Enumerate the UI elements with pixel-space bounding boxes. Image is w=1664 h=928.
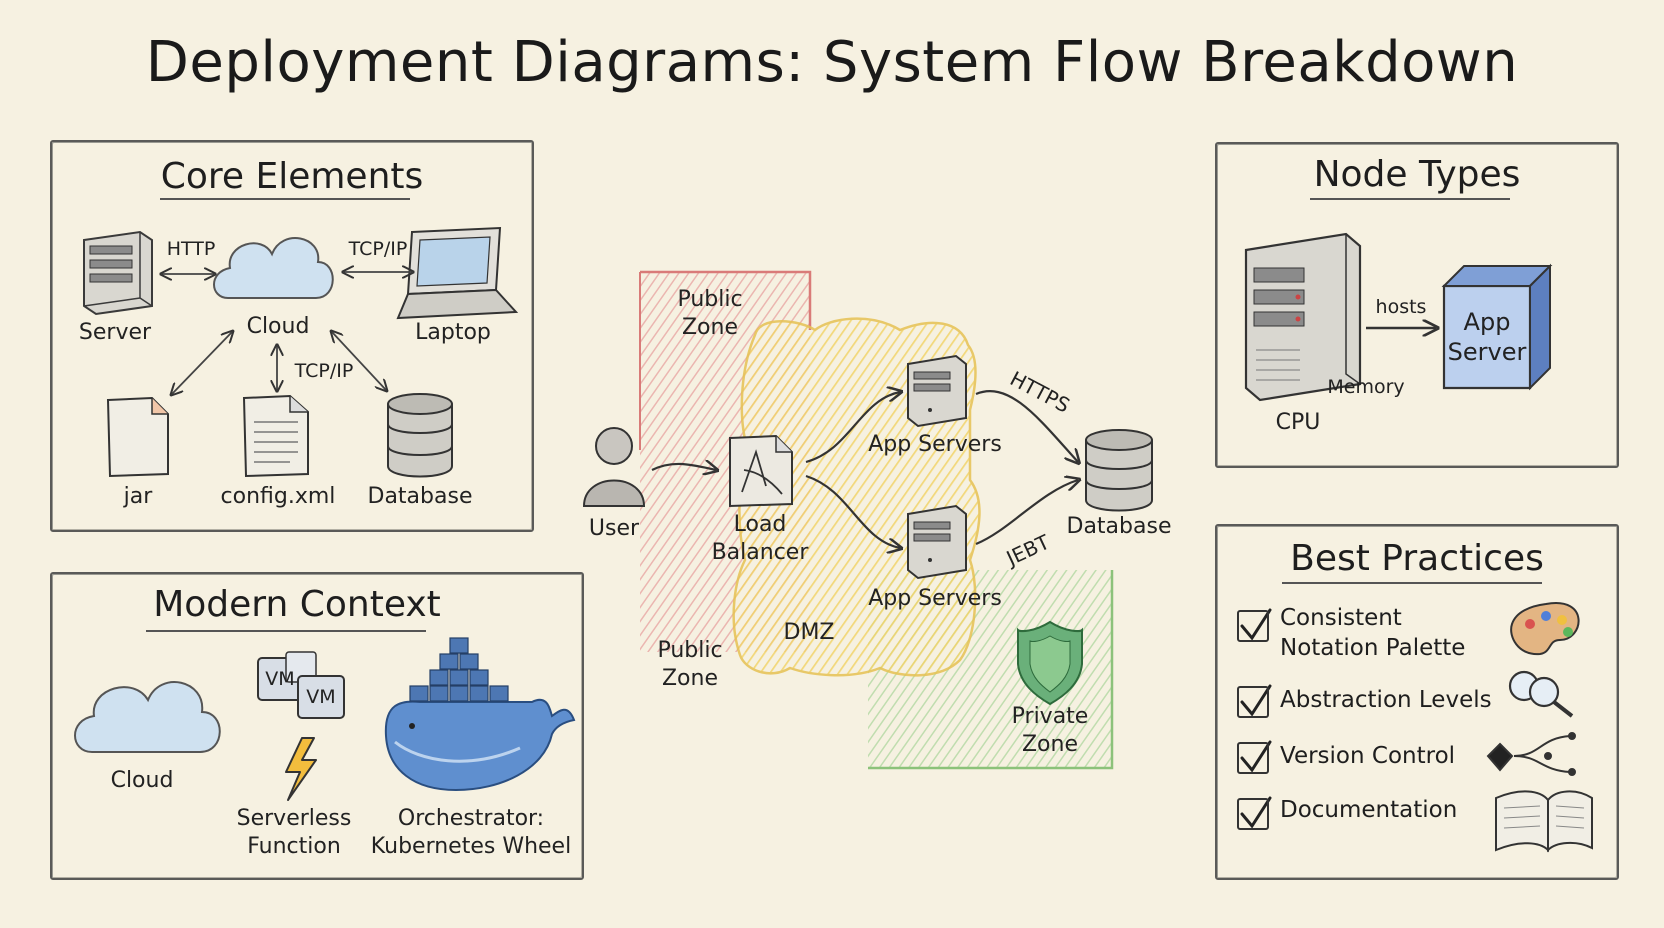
public-zone-bottom-label-line2: Zone bbox=[661, 666, 718, 691]
database-label: Database bbox=[367, 484, 473, 509]
app-server-top-icon bbox=[907, 354, 967, 428]
practice-abstraction: Abstraction Levels bbox=[1280, 687, 1492, 713]
private-zone-label-line2: Zone bbox=[1021, 732, 1078, 757]
modern-context-title: Modern Context bbox=[153, 584, 441, 625]
modern-context-panel: Modern Context bbox=[50, 572, 584, 880]
cloud-icon bbox=[213, 237, 334, 299]
modern-cloud-icon bbox=[74, 681, 221, 753]
checkbox-documentation bbox=[1237, 798, 1269, 830]
practice-version-control: Version Control bbox=[1280, 743, 1456, 769]
lightning-icon bbox=[285, 737, 317, 801]
checkbox-abstraction bbox=[1237, 686, 1269, 718]
tcpip-mid-edge-label: TCP/IP bbox=[294, 360, 354, 382]
hosts-label: hosts bbox=[1375, 296, 1427, 318]
node-types-underline bbox=[1310, 198, 1510, 200]
user-label: User bbox=[588, 516, 640, 541]
database-icon bbox=[387, 393, 453, 478]
core-arrows bbox=[162, 272, 412, 394]
public-zone-bottom-label-line1: Public bbox=[657, 638, 723, 663]
best-practices-panel: Best Practices bbox=[1215, 524, 1619, 880]
practice-consistent-line1: Consistent bbox=[1280, 605, 1402, 631]
magnifier-icon bbox=[1508, 670, 1574, 718]
cloud-label: Cloud bbox=[246, 314, 310, 339]
memory-label: Memory bbox=[1327, 376, 1405, 398]
checkbox-consistent bbox=[1237, 610, 1269, 642]
git-branch-icon bbox=[1486, 732, 1576, 776]
practice-consistent-line2: Notation Palette bbox=[1280, 635, 1466, 661]
checkbox-version-control bbox=[1237, 742, 1269, 774]
check-marks bbox=[1240, 608, 1272, 829]
flow-database-icon bbox=[1085, 429, 1153, 512]
laptop-icon bbox=[396, 226, 519, 320]
vm-icons bbox=[257, 651, 345, 719]
core-elements-panel: Core Elements bbox=[50, 140, 534, 532]
app-server-bottom-icon bbox=[907, 504, 967, 580]
vm-label-1: VM bbox=[265, 668, 295, 690]
server-icon bbox=[83, 230, 153, 316]
app-servers-top-label: App Servers bbox=[868, 432, 1002, 457]
serverless-label-line1: Serverless bbox=[236, 806, 352, 831]
tcpip-top-edge-label: TCP/IP bbox=[348, 238, 408, 260]
config-file-icon bbox=[242, 394, 309, 478]
flow-arrows bbox=[651, 391, 1078, 548]
core-elements-title: Core Elements bbox=[160, 156, 424, 197]
orchestrator-label-line2: Kubernetes Wheel bbox=[370, 834, 572, 859]
best-practices-title: Best Practices bbox=[1290, 538, 1544, 579]
palette-icon bbox=[1510, 602, 1580, 656]
orchestrator-label-line1: Orchestrator: bbox=[397, 806, 545, 831]
private-zone-label-line1: Private bbox=[1011, 704, 1089, 729]
core-elements-underline bbox=[160, 198, 410, 200]
node-types-title: Node Types bbox=[1313, 154, 1521, 195]
best-practices-underline bbox=[1282, 582, 1542, 584]
jar-file-icon bbox=[106, 396, 169, 478]
cpu-label: CPU bbox=[1275, 410, 1321, 435]
page-title: Deployment Diagrams: System Flow Breakdo… bbox=[145, 30, 1519, 95]
private-zone-shield-icon bbox=[1017, 620, 1083, 706]
public-zone-top-label-line1: Public bbox=[677, 287, 743, 312]
app-server-node-label-line1: App bbox=[1463, 308, 1511, 336]
serverless-label-line2: Function bbox=[247, 834, 341, 859]
laptop-label: Laptop bbox=[415, 320, 491, 345]
load-balancer-icon bbox=[729, 434, 793, 508]
modern-context-underline bbox=[146, 630, 426, 632]
practice-documentation: Documentation bbox=[1280, 797, 1458, 823]
vm-label-2: VM bbox=[306, 686, 336, 708]
docker-whale-icon bbox=[384, 637, 576, 792]
cpu-tower-icon bbox=[1244, 232, 1362, 402]
book-icon bbox=[1495, 790, 1593, 853]
load-balancer-label-line2: Balancer bbox=[711, 540, 809, 565]
http-edge-label: HTTP bbox=[166, 238, 216, 260]
jar-label: jar bbox=[123, 484, 153, 509]
load-balancer-label-line1: Load bbox=[733, 512, 787, 537]
app-server-node-icon bbox=[1441, 263, 1553, 391]
dmz-label: DMZ bbox=[783, 620, 835, 645]
server-label: Server bbox=[78, 320, 152, 345]
flow-database-label: Database bbox=[1066, 514, 1172, 539]
app-server-node-label-line2: Server bbox=[1447, 338, 1527, 366]
app-servers-bottom-label: App Servers bbox=[868, 586, 1002, 611]
node-types-panel: Node Types bbox=[1215, 142, 1619, 468]
public-zone-top-label-line2: Zone bbox=[681, 315, 738, 340]
user-icon bbox=[582, 427, 646, 507]
config-label: config.xml bbox=[220, 484, 336, 509]
modern-cloud-label: Cloud bbox=[110, 768, 174, 793]
